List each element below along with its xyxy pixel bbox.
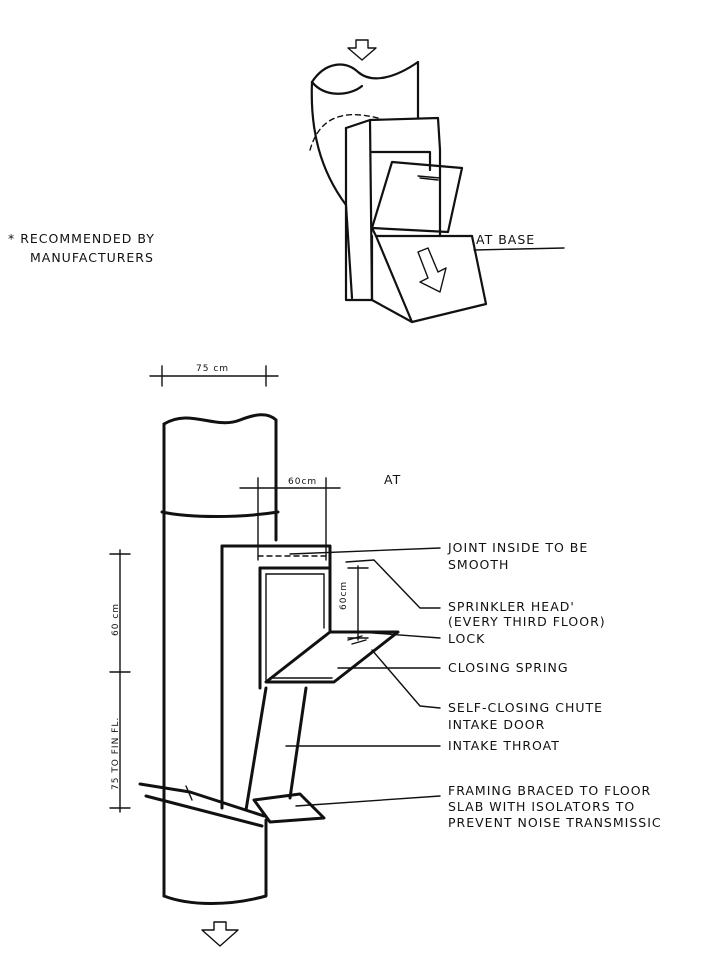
dim-60cm-door: 60cm xyxy=(339,581,349,610)
label-at: AT xyxy=(384,472,401,487)
leader-sprinkler xyxy=(345,559,441,609)
callout-spring: CLOSING SPRING xyxy=(448,660,569,675)
svg-text:INTAKE DOOR: INTAKE DOOR xyxy=(448,717,545,732)
dim-60cm-upper: 60 cm xyxy=(111,603,121,636)
svg-text:(EVERY THIRD FLOOR): (EVERY THIRD FLOOR) xyxy=(448,614,606,629)
dim-60cm-inner: 60cm xyxy=(288,477,317,487)
svg-text:JOINT INSIDE TO BE: JOINT INSIDE TO BE xyxy=(447,540,588,555)
callout-sprinkler: SPRINKLER HEAD' (EVERY THIRD FLOOR) xyxy=(448,599,606,629)
callout-door: SELF-CLOSING CHUTE INTAKE DOOR xyxy=(448,700,603,732)
svg-text:SMOOTH: SMOOTH xyxy=(448,557,509,572)
callout-lock: LOCK xyxy=(448,631,485,646)
svg-text:SELF-CLOSING CHUTE: SELF-CLOSING CHUTE xyxy=(448,700,603,715)
callout-framing: FRAMING BRACED TO FLOOR SLAB WITH ISOLAT… xyxy=(448,783,662,830)
base-discharge-detail xyxy=(309,39,488,324)
svg-text:SLAB WITH ISOLATORS TO: SLAB WITH ISOLATORS TO xyxy=(448,799,635,814)
flow-arrow-down-icon xyxy=(347,39,377,61)
svg-text:CLOSING SPRING: CLOSING SPRING xyxy=(448,660,569,675)
leader-joint xyxy=(289,547,441,555)
leader-door xyxy=(371,649,441,709)
intake-elevation: 75 cm 60cm AT 60cm xyxy=(109,364,441,947)
leader-framing xyxy=(295,795,441,807)
at-base-underline xyxy=(473,247,565,251)
svg-text:FRAMING BRACED TO FLOOR: FRAMING BRACED TO FLOOR xyxy=(448,783,651,798)
callout-throat: INTAKE THROAT xyxy=(448,738,560,753)
callout-joint: JOINT INSIDE TO BE SMOOTH xyxy=(447,540,588,572)
svg-text:PREVENT NOISE TRANSMISSIC: PREVENT NOISE TRANSMISSIC xyxy=(448,815,662,830)
dim-75-fin-fl: 75 TO FIN FL. xyxy=(111,717,121,790)
svg-text:SPRINKLER HEAD': SPRINKLER HEAD' xyxy=(448,599,575,614)
dim-75cm: 75 cm xyxy=(196,364,229,374)
flow-arrow-down-icon xyxy=(201,921,239,947)
flow-arrow-diagonal-icon xyxy=(417,247,447,293)
note-recommended: * RECOMMENDED BY xyxy=(8,231,155,246)
label-at-base: AT BASE xyxy=(476,232,535,247)
svg-text:INTAKE THROAT: INTAKE THROAT xyxy=(448,738,560,753)
svg-text:LOCK: LOCK xyxy=(448,631,485,646)
leader-lock xyxy=(359,631,441,639)
note-manufacturers: MANUFACTURERS xyxy=(30,250,154,265)
